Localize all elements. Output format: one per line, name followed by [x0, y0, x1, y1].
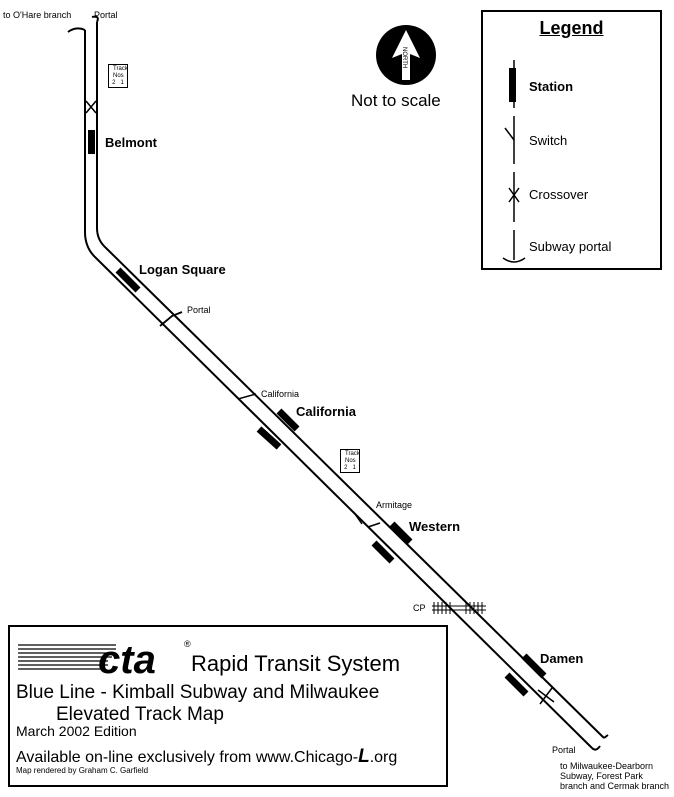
- station-bar-belmont: [88, 130, 95, 154]
- legend-symbols: [502, 60, 526, 263]
- title-edition: March 2002 Edition: [16, 723, 137, 739]
- subway-portal-top: [67, 15, 99, 33]
- station-bar-california-2: [256, 426, 282, 450]
- label-portal-bottom: Portal: [552, 745, 576, 755]
- availability-suffix: .org: [369, 749, 398, 766]
- scale-note: Not to scale: [351, 91, 441, 110]
- cta-registered: ®: [184, 639, 191, 649]
- subway-portal-icon: [502, 230, 526, 263]
- crossover-icon: [508, 172, 520, 222]
- compass-letters: NORTH: [401, 47, 407, 69]
- legend-label-crossover: Crossover: [529, 187, 589, 202]
- label-switch-california: California: [261, 389, 300, 399]
- label-cp: CP: [413, 603, 426, 613]
- north-arrow-icon: [376, 25, 436, 85]
- legend-label-station: Station: [529, 79, 574, 94]
- title-system: Rapid Transit System: [191, 651, 401, 676]
- switch-icon: [504, 116, 515, 164]
- station-bar-damen-2: [504, 672, 529, 697]
- track-nos-box-mid: Track Nos 2 1: [340, 449, 360, 473]
- switch-armitage-2: [367, 522, 381, 528]
- station-label-logan-square: Logan Square: [139, 262, 226, 277]
- station-label-california: California: [296, 404, 356, 419]
- title-box: cta ® Rapid Transit System Blue Line - K…: [8, 625, 448, 787]
- label-portal-mid: Portal: [187, 305, 211, 315]
- legend-label-subway-portal: Subway portal: [529, 239, 612, 254]
- legend-title: Legend: [539, 18, 604, 38]
- switch-california: [237, 393, 257, 400]
- label-switch-armitage: Armitage: [376, 500, 413, 510]
- crossover-damen: [537, 687, 555, 705]
- crossover-belmont: [85, 100, 97, 114]
- track-1: [96, 22, 605, 739]
- track-nos-box-top: Track Nos 2 1: [108, 64, 128, 88]
- station-bar-western-1: [389, 521, 413, 545]
- availability-prefix: Available on-line exclusively from www.C…: [16, 749, 359, 766]
- label-portal-top: Portal: [94, 10, 118, 20]
- track-2: [84, 30, 593, 749]
- subway-portal-mid: [159, 311, 183, 327]
- subway-portal-bottom: [591, 734, 609, 751]
- cta-logo: cta ®: [18, 638, 191, 679]
- switch-armitage: [354, 513, 363, 525]
- track-nos-values: 2 1: [344, 465, 356, 471]
- station-label-belmont: Belmont: [105, 135, 157, 150]
- station-label-damen: Damen: [540, 651, 584, 666]
- legend-label-switch: Switch: [529, 133, 568, 148]
- legend-panel: Legend Station Switch Crossover Subway p…: [481, 10, 662, 270]
- cta-logo-text: cta: [98, 638, 156, 679]
- chicago-l-logo: L: [358, 746, 370, 767]
- control-point-ties: [432, 602, 486, 614]
- track-nos-values: 2 1: [112, 80, 124, 86]
- label-ohare-branch: to O'Hare branch: [3, 10, 72, 20]
- station-label-western: Western: [409, 519, 461, 534]
- station-bar-logan-square: [115, 267, 141, 293]
- station-bar-damen-1: [521, 653, 547, 679]
- title-availability: Available on-line exclusively from www.C…: [16, 746, 397, 768]
- station-bar-western-2: [371, 540, 395, 564]
- title-line2: Elevated Track Map: [56, 704, 224, 725]
- title-credit: Map rendered by Graham C. Garfield: [16, 766, 149, 775]
- track-nos-title: Track Nos: [345, 451, 360, 464]
- station-bar-california-1: [276, 408, 300, 432]
- station-icon: [509, 60, 516, 108]
- track-nos-title: Track Nos: [113, 66, 128, 79]
- title-line1: Blue Line - Kimball Subway and Milwaukee: [16, 682, 380, 703]
- label-to-milwaukee-dearborn: to Milwaukee-Dearborn Subway, Forest Par…: [560, 761, 670, 791]
